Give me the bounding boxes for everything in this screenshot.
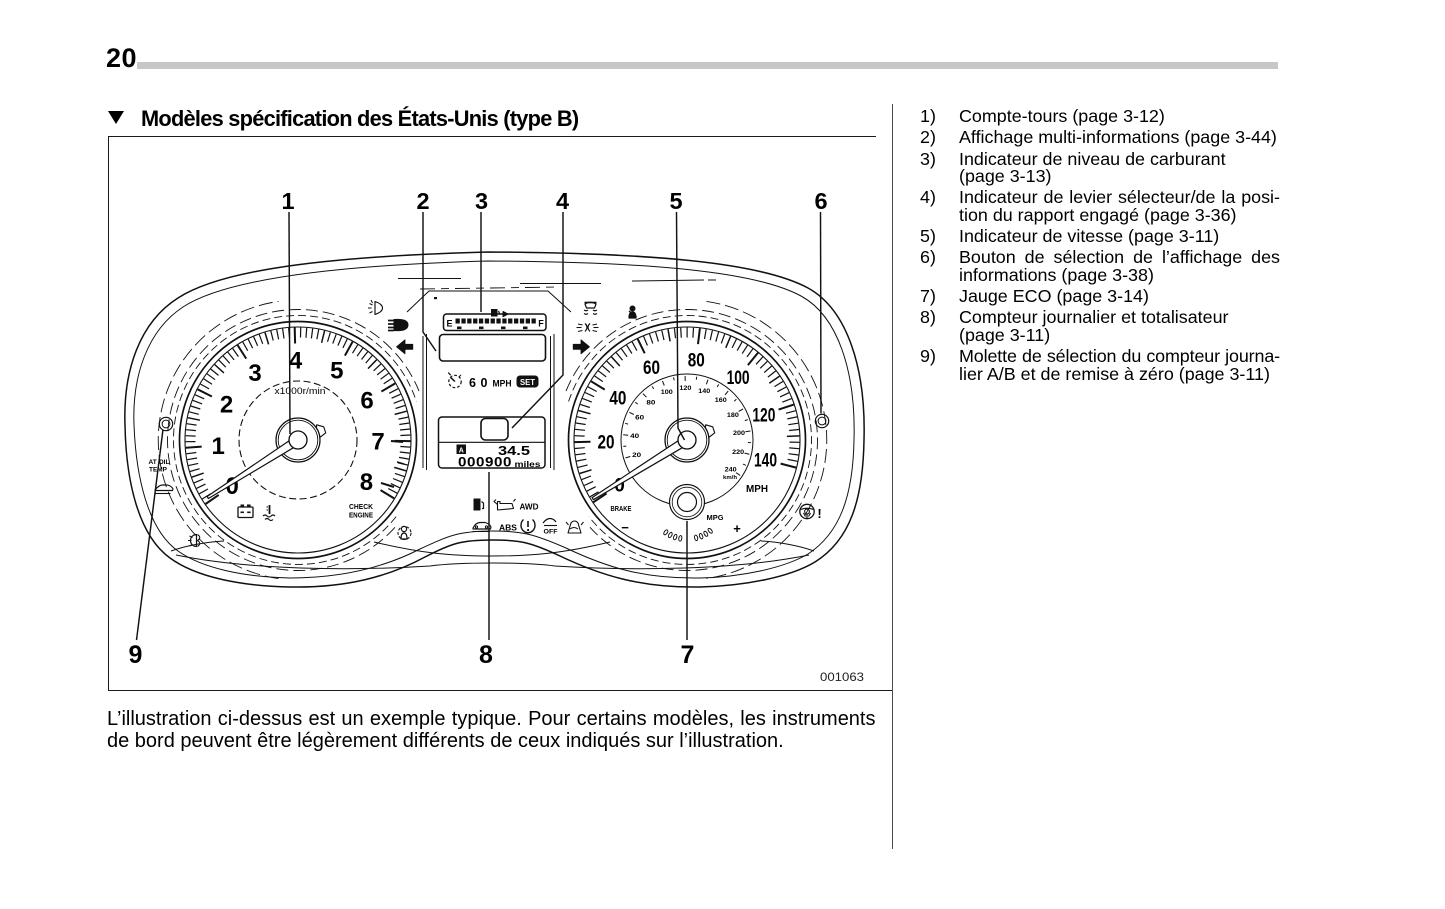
svg-text:BRAKE: BRAKE [611,506,632,513]
svg-text:140: 140 [698,388,710,395]
svg-text:SET: SET [520,377,536,387]
svg-text:20: 20 [632,452,641,459]
svg-text:7: 7 [371,428,384,455]
svg-text:120: 120 [752,405,775,426]
svg-text:MPG: MPG [707,513,724,522]
svg-text:200: 200 [733,430,745,437]
svg-text:100: 100 [727,368,750,389]
svg-text:6: 6 [360,387,373,414]
svg-text:!: ! [817,506,821,521]
svg-text:40: 40 [609,389,626,410]
svg-text:160: 160 [715,397,727,404]
svg-text:140: 140 [754,451,777,472]
svg-text:CHECK: CHECK [349,502,374,511]
svg-text:60: 60 [643,358,660,379]
svg-text:120: 120 [679,385,691,392]
svg-text:6: 6 [814,188,827,214]
svg-text:OFF: OFF [544,529,558,536]
svg-text:−: − [621,520,629,535]
svg-text:0: 0 [614,476,625,497]
svg-text:40: 40 [630,433,639,440]
svg-text:2: 2 [416,188,429,214]
svg-text:x1000r/min: x1000r/min [275,386,326,396]
svg-text:AWD: AWD [520,503,539,512]
svg-text:km/h: km/h [723,475,737,481]
svg-text:9: 9 [129,641,143,669]
svg-text:240: 240 [725,467,737,474]
svg-text:E: E [446,319,452,329]
svg-text:A: A [459,447,464,454]
svg-text:5: 5 [669,188,682,214]
svg-text:6: 6 [469,376,476,390]
svg-text:ENGINE: ENGINE [349,511,373,520]
svg-text:miles: miles [515,459,541,469]
svg-text:4: 4 [556,188,569,214]
svg-text:000900: 000900 [458,454,512,470]
svg-text:20: 20 [598,432,615,453]
svg-text:0: 0 [481,376,488,390]
svg-text:7: 7 [681,641,695,669]
svg-text:220: 220 [732,449,744,456]
svg-text:100: 100 [661,389,673,396]
svg-text:3: 3 [475,188,488,214]
svg-text:5: 5 [330,358,343,385]
svg-text:ABS: ABS [499,523,517,533]
svg-text:8: 8 [479,641,493,669]
svg-text:MPH: MPH [493,379,512,389]
svg-text:80: 80 [646,399,655,406]
svg-text:F: F [538,319,544,329]
svg-text:001063: 001063 [820,672,864,684]
svg-text:8: 8 [360,469,373,496]
svg-text:1: 1 [212,433,225,460]
svg-text:3: 3 [248,360,261,387]
svg-text:34.5: 34.5 [498,444,530,458]
svg-text:180: 180 [727,412,739,419]
svg-text:2: 2 [220,392,233,419]
svg-text:4: 4 [289,348,303,375]
svg-text:80: 80 [688,350,705,371]
svg-text:MPH: MPH [746,484,768,495]
svg-text:+: + [733,521,741,536]
svg-text:60: 60 [635,415,644,422]
svg-text:1: 1 [281,188,294,214]
